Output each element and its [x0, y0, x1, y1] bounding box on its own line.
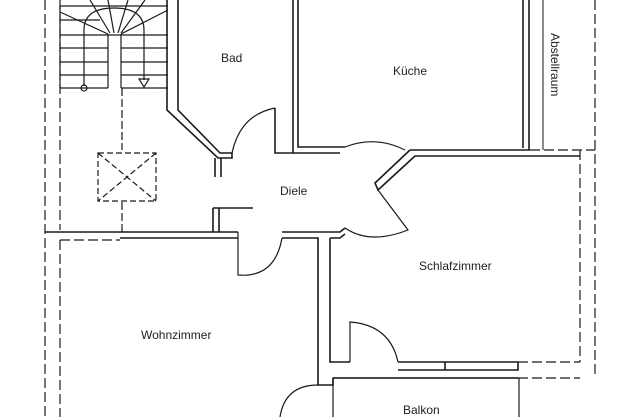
- room-label-abstellraum: Abstellraum: [548, 33, 562, 97]
- room-label-bad: Bad: [221, 51, 243, 65]
- room-label-wohnzimmer: Wohnzimmer: [141, 328, 212, 342]
- room-label-balkon: Balkon: [403, 403, 440, 417]
- doors: [231, 107, 409, 417]
- shaft: [97, 152, 157, 202]
- room-label-schlafzimmer: Schlafzimmer: [419, 259, 492, 273]
- room-label-diele: Diele: [280, 184, 308, 198]
- balkon-outline: [332, 377, 520, 417]
- walls: [45, 0, 580, 386]
- outer-dashed-boundary: [44, 0, 596, 417]
- staircase: [59, 0, 169, 235]
- room-label-kueche: Küche: [393, 64, 428, 78]
